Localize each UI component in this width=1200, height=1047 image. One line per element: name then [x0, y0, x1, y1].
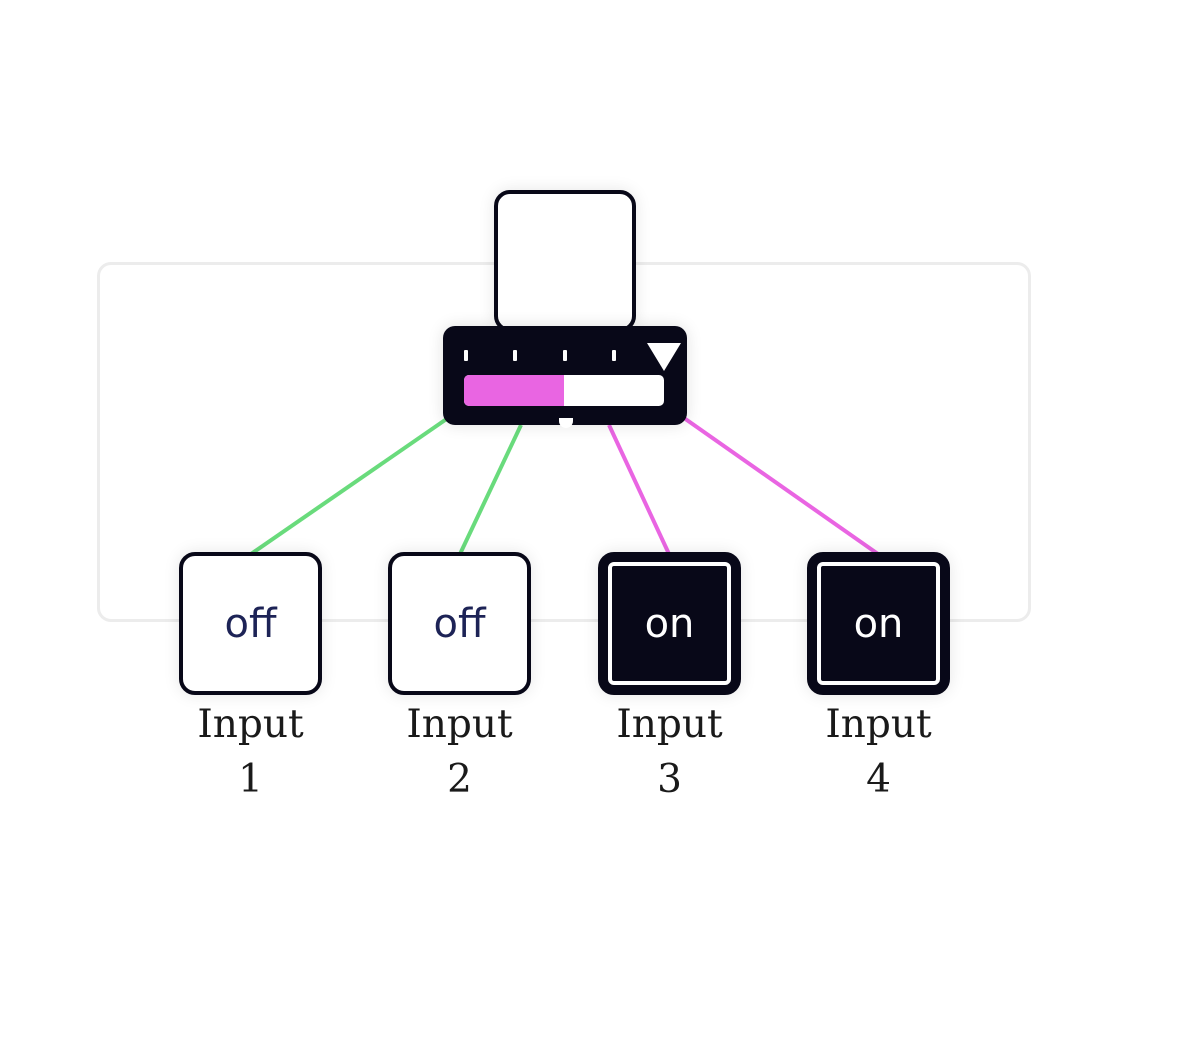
- gate-tick: [513, 350, 517, 361]
- wire-input-2: [458, 424, 523, 555]
- wire-input-1: [249, 416, 450, 556]
- input-label-word: Input: [616, 702, 723, 747]
- gate-level-fill: [464, 375, 564, 406]
- gate-notch: [559, 418, 573, 428]
- input-switch-4[interactable]: on: [807, 552, 950, 695]
- input-label-number: 2: [447, 757, 472, 802]
- gate-tick: [464, 350, 468, 361]
- input-label-word: Input: [406, 702, 513, 747]
- switch-state-text: off: [224, 601, 277, 647]
- input-label-number: 4: [866, 757, 891, 802]
- wire-input-4: [682, 416, 880, 556]
- input-label-4: Input 4: [807, 697, 950, 807]
- input-label-2: Input 2: [388, 697, 531, 807]
- switch-state-text: off: [433, 601, 486, 647]
- input-switch-2[interactable]: off: [388, 552, 531, 695]
- input-switch-3[interactable]: on: [598, 552, 741, 695]
- input-label-number: 1: [238, 757, 263, 802]
- input-label-number: 3: [657, 757, 682, 802]
- switch-state-text: on: [644, 601, 695, 647]
- active-ring: [817, 562, 940, 685]
- input-label-3: Input 3: [598, 697, 741, 807]
- gate-tick: [563, 350, 567, 361]
- input-label-1: Input 1: [179, 697, 322, 807]
- gate-level-bar: [464, 375, 664, 406]
- input-switch-1[interactable]: off: [179, 552, 322, 695]
- input-label-word: Input: [197, 702, 304, 747]
- active-ring: [608, 562, 731, 685]
- input-label-word: Input: [825, 702, 932, 747]
- output-node: [494, 190, 636, 332]
- gate-tick: [612, 350, 616, 361]
- switch-state-text: on: [853, 601, 904, 647]
- wire-input-3: [607, 424, 671, 555]
- threshold-marker-icon: [647, 343, 681, 371]
